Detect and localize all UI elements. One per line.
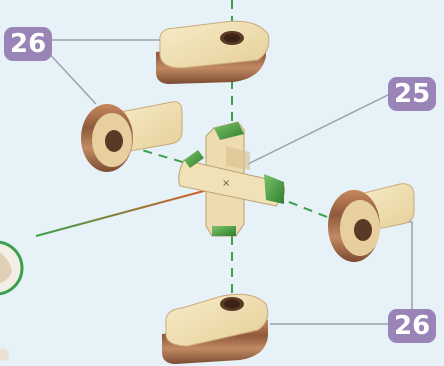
- pointer-line: [35, 185, 218, 237]
- wood-piece-26-left: [81, 101, 183, 172]
- callout-badge-26-bottom-right: 26: [388, 309, 437, 343]
- wood-piece-26-top: [156, 20, 270, 84]
- callout-badge-25-right: 25: [388, 77, 437, 111]
- callout-badge-26-top-left: 26: [4, 27, 53, 61]
- svg-text:×: ×: [222, 178, 230, 189]
- assembly-axis-diagonal: [127, 145, 361, 231]
- wood-piece-26-right: [328, 183, 415, 262]
- wood-piece-26-bottom: [162, 293, 269, 364]
- detail-inset-circle: [0, 240, 24, 361]
- cross-connector-25: ×: [178, 121, 285, 237]
